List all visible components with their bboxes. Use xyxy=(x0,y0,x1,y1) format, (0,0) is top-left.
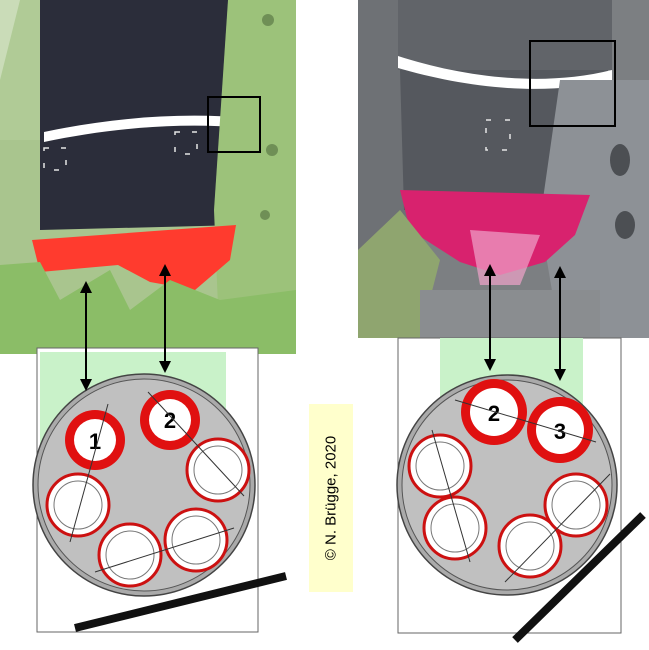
launch-structure-left xyxy=(0,262,296,354)
white-band-left xyxy=(44,115,248,142)
arrows xyxy=(80,264,566,391)
axis-lines-left xyxy=(69,391,245,573)
ground-bar-left xyxy=(74,572,287,632)
engine-2-left: 2 xyxy=(140,390,200,450)
engine-label-2-right: 2 xyxy=(488,401,500,426)
right-diagram: 2 3 xyxy=(396,337,646,643)
nozzle-red-left xyxy=(32,225,236,290)
copyright-text: © N. Brügge, 2020 xyxy=(322,435,340,561)
launch-structure-right xyxy=(358,210,440,338)
engine-label-2-left: 2 xyxy=(164,408,176,433)
engine-3-right: 3 xyxy=(527,397,593,463)
copyright-label: © N. Brügge, 2020 xyxy=(309,404,353,592)
white-band-right xyxy=(398,56,612,89)
target-marker-left xyxy=(43,131,198,171)
engine-inner-left xyxy=(53,445,243,580)
left-photo xyxy=(0,0,296,354)
engine-label-1-left: 1 xyxy=(89,429,101,454)
left-diagram: 1 2 xyxy=(32,347,287,633)
engine-1-left: 1 xyxy=(65,410,125,470)
highlight-box-left xyxy=(207,96,261,153)
target-marker-right xyxy=(485,119,511,151)
engine-inner-right xyxy=(415,441,601,571)
right-photo xyxy=(358,0,649,338)
axis-lines-right xyxy=(431,399,611,583)
rocket-body-left xyxy=(40,0,240,230)
tower-left xyxy=(214,0,296,354)
highlight-box-right xyxy=(529,40,616,127)
ground-bar-right xyxy=(512,512,646,643)
